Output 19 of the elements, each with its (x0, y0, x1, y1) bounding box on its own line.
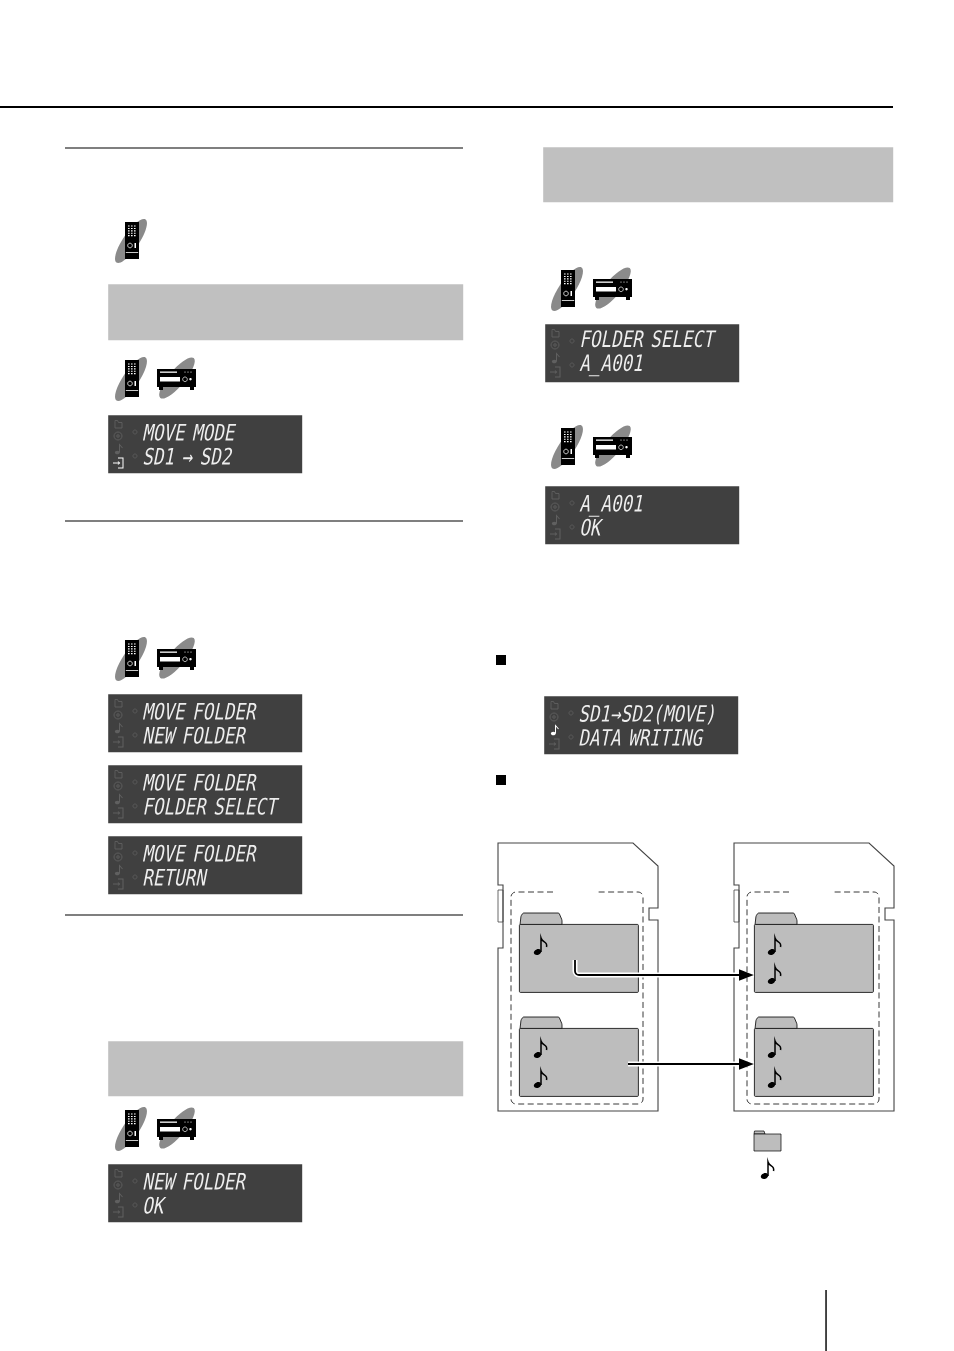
heading-bar (108, 1041, 464, 1097)
folder (754, 912, 874, 993)
lcd-display: SD1→SD2(MOVE) DATA WRITING (544, 696, 739, 755)
lcd-display: MOVE FOLDER FOLDER SELECT (108, 765, 303, 824)
sd-card (733, 842, 895, 1112)
lcd-display: MOVE FOLDER NEW FOLDER (108, 694, 303, 753)
arrow (627, 1058, 754, 1070)
lcd-display: MOVE MODE SD1 → SD2 (108, 415, 303, 474)
heading-bar (108, 284, 464, 341)
lcd-display: FOLDER SELECT A_A001 (545, 324, 740, 383)
heading-bar (543, 147, 894, 203)
folder (519, 912, 639, 993)
lcd-display: MOVE FOLDER RETURN (108, 836, 303, 895)
sd-card (497, 842, 659, 1112)
lcd-display: NEW FOLDER OK (108, 1164, 303, 1223)
lcd-display: A_A001 OK (545, 486, 740, 545)
folder (754, 1016, 874, 1097)
arrow (572, 959, 754, 981)
folder (519, 1016, 639, 1097)
